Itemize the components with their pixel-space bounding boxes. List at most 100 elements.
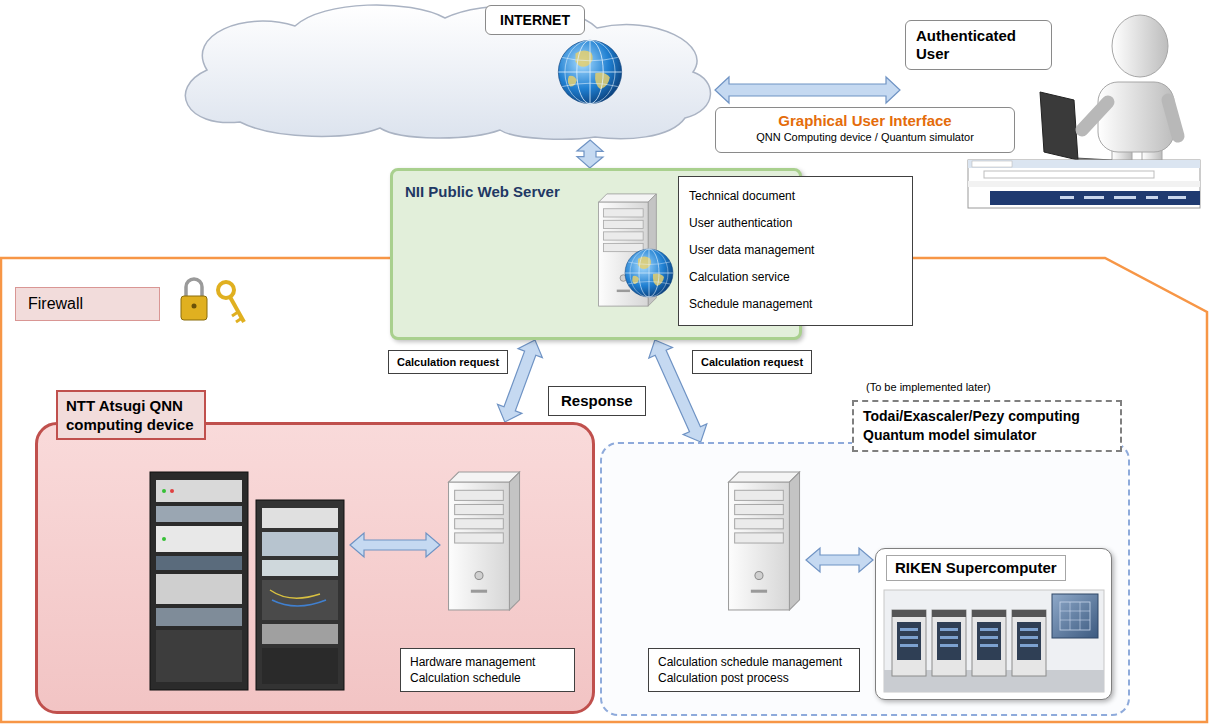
qnn-device-photo-part — [170, 489, 174, 493]
qnn-device-photo-part — [162, 537, 166, 541]
list-item: User authentication — [689, 210, 902, 237]
qnn-device-photo-part — [162, 489, 166, 493]
supercomputer-photo-part — [1060, 602, 1090, 630]
supercomputer-photo-part — [892, 610, 926, 617]
browser-screenshot-part — [1060, 196, 1186, 199]
supercomputer-photo-part — [980, 636, 998, 639]
qnn-device-photo-part — [270, 590, 320, 598]
supercomputer-photo-part — [1012, 610, 1046, 676]
qnn-device-photo-part — [156, 630, 242, 682]
list-item: Schedule management — [689, 291, 902, 318]
supercomputer-photo-part — [980, 628, 998, 631]
qnn-device-photo-part — [272, 600, 326, 606]
lock-and-key-icon-part — [192, 304, 197, 309]
note-text: (To be implemented later) — [866, 380, 991, 394]
supercomputer-photo-part — [1052, 594, 1098, 638]
qnn-device-photo-part — [156, 506, 242, 522]
browser-screenshot — [968, 160, 1200, 208]
qnn-device-photo-part — [262, 624, 338, 644]
qnn-device-photo-part — [262, 560, 338, 576]
cloud-shape: INTERNET — [165, 0, 715, 140]
browser-screenshot-part — [1168, 196, 1186, 199]
qnn-device-photo-part — [256, 500, 344, 690]
browser-screenshot-part — [968, 160, 1200, 208]
list-item: Calculation service — [689, 264, 902, 291]
qnn-device-photo-part — [156, 608, 242, 626]
gui-text: QNN Computing device / Quantum simulator — [724, 130, 1006, 145]
supercomputer-photo-part — [1012, 610, 1046, 617]
qnn-device-photo-part — [449, 472, 520, 610]
supercomputer-photo-part — [1020, 636, 1038, 639]
cloud-outline — [165, 0, 715, 140]
gui-text: Graphical User Interface — [724, 112, 1006, 130]
process-text: Calculation post process — [658, 670, 850, 686]
robot-figure-part — [1112, 15, 1168, 77]
supercomputer-photo-part — [900, 628, 918, 631]
supercomputer-photo-part — [932, 610, 966, 676]
browser-screenshot-part — [1084, 196, 1104, 199]
list-item: Technical document — [689, 183, 902, 210]
process-box: Hardware managementCalculation schedule — [400, 648, 575, 692]
supercomputer-photo-part — [900, 636, 918, 639]
server-title: NII Public Web Server — [405, 183, 560, 201]
qnn-device-photo-part — [150, 472, 248, 690]
user-box: Authenticated User — [900, 14, 1200, 104]
process-text: Calculation schedule — [410, 670, 565, 686]
qnn-device-photo-part — [262, 580, 338, 620]
browser-screenshot-part — [990, 191, 1200, 205]
supercomputer-photo-part — [932, 610, 966, 617]
supercomputer-photo-part — [972, 610, 1006, 676]
edge-label: Calculation request — [388, 350, 508, 374]
response-label: Response — [548, 386, 646, 416]
supercomputer-box: RIKEN Supercomputer — [875, 548, 1112, 700]
robot-figure-part — [1040, 92, 1078, 160]
supercomputer-photo-part — [972, 610, 1006, 617]
robot-figure-part — [1168, 100, 1178, 136]
qnn-device-photo-part — [262, 648, 338, 684]
supercomputer-photo-part — [940, 636, 958, 639]
browser-screenshot-part — [968, 181, 1200, 187]
supercomputer-photo-part — [1017, 622, 1041, 660]
supercomputer-photo-part — [900, 644, 918, 647]
lock-and-key-icon-part — [186, 279, 202, 296]
supercomputer-photo-part — [897, 622, 1041, 660]
qnn-device-photo-part — [156, 480, 242, 502]
planned-zone: Todai/Exascaler/Pezy computing Quantum m… — [600, 442, 1130, 716]
post-process-server-icon-part — [729, 472, 800, 610]
qnn-device-photo-part — [156, 574, 242, 604]
zone-title: Todai/Exascaler/Pezy computing Quantum m… — [852, 400, 1122, 452]
firewall-label: Firewall — [15, 287, 160, 321]
supercomputer-photo-part — [1020, 644, 1038, 647]
browser-screenshot-part — [968, 160, 1200, 168]
supercomputer-photo-part — [884, 590, 1104, 692]
supercomputer-photo-part — [1060, 611, 1090, 612]
robot-figure-part — [1098, 82, 1174, 152]
supercomputer-photo-part — [1060, 620, 1090, 621]
zone-title: NTT Atsugi QNN computing device — [56, 390, 206, 440]
process-text: Hardware management — [410, 654, 565, 670]
qnn-device-photo-part — [262, 532, 338, 556]
lock-and-key-icon — [181, 279, 244, 322]
supercomputer-photo-part — [940, 644, 958, 647]
qnn-device-photo-part — [262, 508, 338, 528]
browser-screenshot-part — [984, 171, 1154, 178]
gui-box: Graphical User InterfaceQNN Computing de… — [715, 107, 1015, 153]
web-server-icon-part — [625, 249, 673, 297]
supercomputer-photo-part — [900, 628, 1038, 647]
qnn-device-photo-part — [156, 526, 242, 552]
supercomputer-photo-part — [897, 622, 921, 660]
lock-and-key-icon-part — [181, 296, 207, 320]
cloud-outline-path — [185, 5, 710, 139]
cloud-label: INTERNET — [485, 5, 585, 35]
supercomputer-photo-part — [977, 622, 1001, 660]
box-title: RIKEN Supercomputer — [886, 555, 1066, 581]
lock-and-key-icon-part — [218, 282, 234, 298]
qnn-device-photo-part — [350, 533, 440, 557]
supercomputer-photo-part — [892, 610, 1046, 617]
web-server-icon-part — [599, 194, 657, 306]
firewall-zone: Firewall NII Public Web Server Technical … — [0, 160, 1210, 724]
lock-and-key-icon-part — [230, 297, 244, 322]
supercomputer-photo-part — [884, 670, 1104, 692]
browser-screenshot-part — [972, 161, 1012, 167]
supercomputer-photo-part — [937, 622, 961, 660]
